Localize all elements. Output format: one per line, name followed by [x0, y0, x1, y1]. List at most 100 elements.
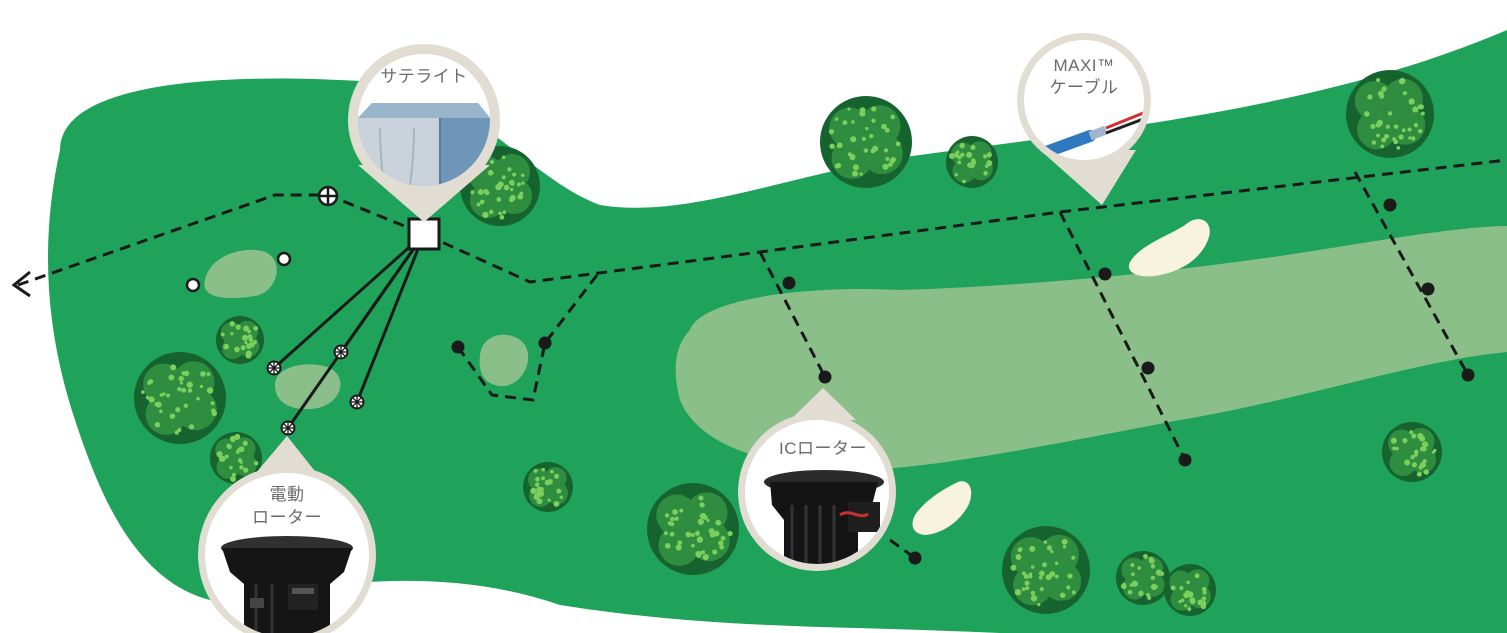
tree-highlight: [1386, 125, 1390, 129]
tree-highlight: [1025, 586, 1029, 590]
tree-highlight: [709, 528, 715, 534]
tree-highlight: [884, 148, 888, 152]
tree-highlight: [1380, 145, 1384, 149]
tree-highlight: [496, 197, 501, 202]
tree-highlight: [1151, 564, 1156, 569]
tree-highlight: [1367, 94, 1372, 99]
tree-highlight: [1029, 546, 1035, 552]
tree: [134, 352, 226, 444]
tree-highlight: [849, 154, 855, 160]
tree-highlight: [1419, 104, 1424, 109]
tree-highlight: [478, 189, 484, 195]
tree-highlight: [1394, 124, 1399, 129]
tree-highlight: [673, 510, 677, 514]
tree-foliage: [1026, 550, 1066, 590]
tree-highlight: [1410, 455, 1414, 459]
tree-highlight: [177, 387, 181, 391]
tree-highlight: [842, 120, 847, 125]
tree-highlight: [1202, 587, 1207, 592]
tree-highlight: [230, 332, 233, 335]
tree-highlight: [1037, 603, 1040, 606]
tree: [523, 462, 573, 512]
tree-highlight: [1417, 433, 1423, 439]
tree-highlight: [871, 106, 876, 111]
tree-highlight: [700, 513, 706, 519]
tree-highlight: [226, 444, 231, 449]
tree-highlight: [178, 376, 183, 381]
tree-highlight: [239, 465, 243, 469]
tree-highlight: [966, 152, 972, 158]
tree-foliage: [1399, 439, 1426, 466]
tree-highlight: [862, 137, 866, 141]
tree-highlight: [495, 184, 501, 190]
tree-highlight: [187, 382, 193, 388]
tree-highlight: [241, 345, 246, 350]
tree-highlight: [679, 509, 683, 513]
satellite-location-marker: [409, 219, 439, 249]
tree-highlight: [1408, 136, 1411, 139]
tree-highlight: [149, 379, 154, 384]
tree-highlight: [236, 450, 240, 454]
tree-highlight: [1398, 134, 1403, 139]
tree-highlight: [1370, 124, 1375, 129]
tree: [1346, 70, 1434, 158]
tree-highlight: [885, 165, 888, 168]
tree: [820, 96, 912, 188]
tree-highlight: [146, 396, 150, 400]
tree-highlight: [1391, 438, 1397, 444]
tree-highlight: [1412, 462, 1417, 467]
tree-highlight: [512, 173, 516, 177]
tree-highlight: [1202, 596, 1206, 600]
tree: [946, 136, 998, 188]
tree-highlight: [521, 181, 524, 184]
tree-highlight: [234, 347, 240, 353]
callout-satellite-label: サテライト: [380, 67, 468, 86]
tree-highlight: [959, 143, 964, 148]
tree-highlight: [229, 466, 233, 470]
tree-highlight: [170, 364, 176, 370]
tree-highlight: [698, 519, 704, 525]
tree: [1002, 526, 1090, 614]
tree-highlight: [871, 119, 875, 123]
tree-highlight: [244, 341, 247, 344]
tree-highlight: [1364, 111, 1370, 117]
tree-highlight: [1060, 593, 1065, 598]
tree-highlight: [242, 335, 248, 341]
tree-highlight: [1031, 591, 1035, 595]
tree-highlight: [1040, 587, 1044, 591]
tree-highlight: [556, 489, 561, 494]
tree-highlight: [510, 188, 513, 191]
tree-highlight: [1423, 459, 1427, 463]
tree-highlight: [1403, 91, 1407, 95]
tree-highlight: [254, 461, 259, 466]
tree-highlight: [1015, 589, 1021, 595]
tree-highlight: [1417, 472, 1422, 477]
tree-highlight: [1409, 98, 1415, 104]
tree-highlight: [1050, 550, 1053, 553]
tree-highlight: [850, 136, 856, 142]
tree-highlight: [181, 388, 186, 393]
tree-highlight: [727, 531, 732, 536]
tree-highlight: [1378, 91, 1384, 97]
tree-highlight: [1187, 607, 1191, 611]
tree-highlight: [1130, 563, 1134, 567]
tree-highlight: [1376, 122, 1381, 127]
tree-highlight: [184, 404, 188, 408]
tree-highlight: [535, 482, 540, 487]
tree-highlight: [1395, 447, 1399, 451]
tree-highlight: [1392, 447, 1395, 450]
tree-highlight: [1376, 78, 1380, 82]
tree-highlight: [507, 167, 511, 171]
tree-highlight: [221, 332, 225, 336]
tree-highlight: [847, 107, 850, 110]
tree-highlight: [712, 549, 717, 554]
tree-highlight: [1190, 599, 1195, 604]
tree-highlight: [1411, 136, 1415, 140]
tree-highlight: [253, 326, 258, 331]
tree-highlight: [239, 446, 245, 452]
tree-highlight: [835, 117, 838, 120]
tree-highlight: [719, 545, 724, 550]
tree-highlight: [560, 496, 563, 499]
tree-highlight: [206, 372, 210, 376]
tree-highlight: [530, 488, 536, 494]
